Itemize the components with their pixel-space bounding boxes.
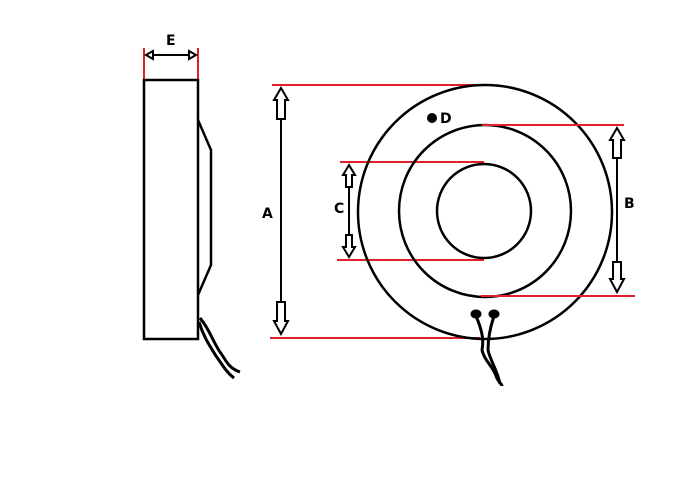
front-view: A C B D: [262, 83, 635, 387]
side-lead-wires: [197, 317, 241, 380]
middle-diameter-circle: [397, 123, 573, 299]
label-c: C: [334, 201, 344, 217]
b-dimension-arrow: [608, 126, 626, 295]
front-lead-wires: [470, 309, 504, 387]
side-view: E: [142, 33, 241, 380]
e-dimension-arrow: [143, 49, 199, 61]
coil-side-body: [142, 78, 200, 341]
outer-diameter-circle: [356, 83, 614, 341]
coil-side-boss: [196, 119, 213, 296]
label-d: D: [440, 111, 452, 127]
label-e: E: [166, 33, 176, 49]
inner-hole-circle: [435, 162, 533, 260]
label-b: B: [624, 196, 635, 212]
a-dimension-arrow: [272, 86, 290, 337]
label-a: A: [262, 206, 273, 222]
c-dimension-arrow: [341, 163, 357, 259]
d-marker-dot: [427, 113, 437, 123]
